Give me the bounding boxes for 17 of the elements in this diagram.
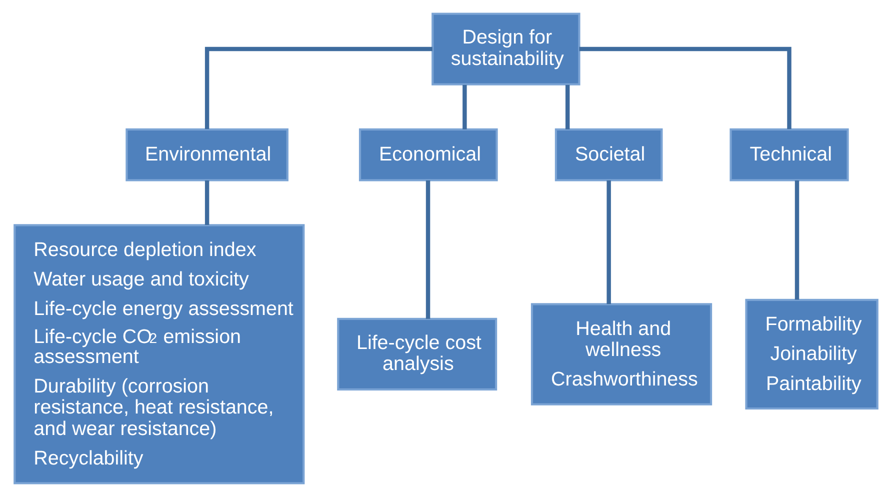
node-box: Life-cycle cost analysis	[337, 318, 498, 391]
connector	[204, 180, 210, 226]
connector	[606, 180, 611, 304]
connector	[794, 180, 800, 300]
node-box: Design for sustainability	[432, 12, 580, 86]
node-box: Resource depletion index Water usage and toxicity Life-cycle energy assessment Life-cycle CO2 emission assessment Durability (corrosion resistance, heat resistance, and wear resistance) Recyclability	[14, 224, 305, 484]
node-box: Formability Joinability Paintability	[745, 298, 878, 410]
connector	[565, 84, 570, 130]
node-box: Economical	[358, 128, 498, 182]
node-box: Health and wellness Crashworthiness	[530, 303, 712, 406]
connector	[579, 46, 792, 130]
connector	[204, 46, 432, 130]
node-box: Environmental	[126, 128, 288, 182]
connector	[426, 180, 430, 319]
node-box: Societal	[554, 128, 663, 182]
connector	[462, 84, 467, 130]
node-box: Technical	[730, 128, 849, 182]
